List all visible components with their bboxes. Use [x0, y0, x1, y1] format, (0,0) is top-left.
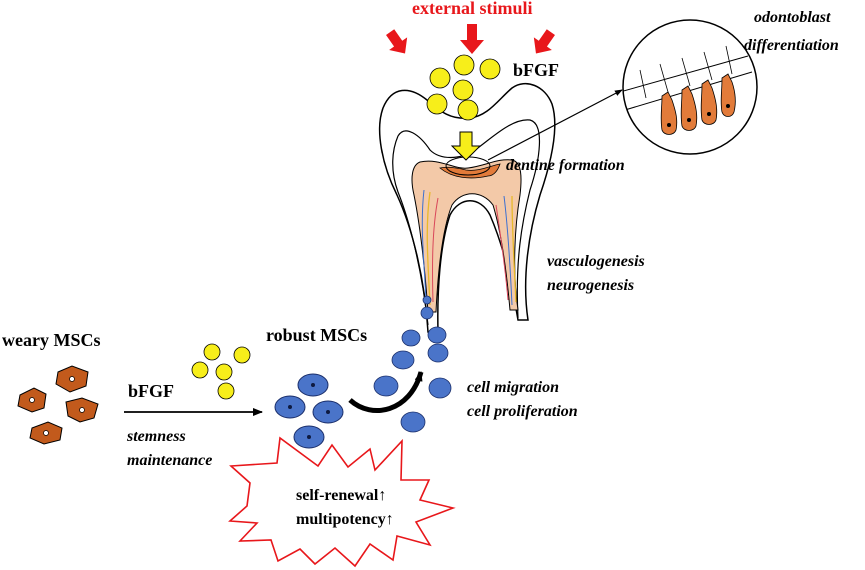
tooth-outline: [378, 83, 556, 333]
migrating-cell: [391, 350, 415, 370]
bfgf-particle: [429, 67, 451, 89]
red-arrow: [460, 24, 484, 54]
bfgf-particle: [452, 79, 474, 101]
odontoblast-inset: [622, 19, 758, 155]
self-renewal-label: self-renewal↑: [296, 487, 386, 504]
dentine-formation-band: [439, 163, 501, 179]
bfgf-top-label: bFGF: [513, 60, 559, 80]
red-arrow: [533, 29, 555, 54]
bfgf-particle: [217, 382, 235, 400]
vasculogenesis-label: vasculogenesis: [547, 253, 645, 270]
bfgf-particles-top: [426, 54, 501, 121]
dentine-tubule-lines: [639, 45, 733, 99]
bfgf-particle: [453, 54, 475, 76]
cell-nucleus: [326, 410, 330, 414]
migrating-cell: [427, 326, 447, 344]
cell-migration-label: cell migration: [467, 379, 559, 396]
migrating-cell: [373, 375, 399, 397]
tooth: [378, 83, 556, 333]
cell-proliferation-label: cell proliferation: [467, 403, 578, 420]
bfgf-particle: [457, 99, 479, 121]
dentine-tubule-lines: [623, 55, 749, 93]
bfgf-particle: [426, 93, 448, 115]
bfgf-particle: [215, 363, 233, 381]
differentiation-label: differentiation: [744, 37, 839, 54]
odontoblast-cell: [700, 79, 718, 125]
migrating-cell: [422, 295, 432, 305]
cell-nucleus: [288, 405, 292, 409]
vessel: [432, 197, 439, 303]
odontoblast-cell: [660, 91, 678, 135]
bfgf-particle: [203, 343, 221, 361]
vessel: [503, 195, 513, 306]
cell-nucleus: [69, 376, 75, 382]
inset-circle: [622, 19, 758, 155]
multipotency-label: multipotency↑: [296, 511, 394, 528]
robust-mscs-label: robust MSCs: [266, 325, 367, 345]
stemness-label: stemness: [126, 428, 186, 445]
inset-pointer-line: [487, 89, 623, 161]
cell-nucleus: [43, 430, 49, 436]
migration-arrow: [348, 371, 424, 414]
bfgf-particle: [479, 58, 501, 80]
bfgf-particle: [233, 346, 251, 364]
nerve: [426, 191, 431, 306]
weary-mscs-label: weary MSCs: [2, 330, 100, 350]
cell-nucleus: [707, 112, 711, 116]
robust-mscs-cluster: [274, 373, 344, 449]
cell-nucleus: [311, 383, 315, 387]
cell-nucleus: [307, 435, 311, 439]
cell-nucleus: [29, 397, 35, 403]
neurogenesis-label: neurogenesis: [547, 277, 634, 294]
migrating-cells: [373, 295, 452, 433]
weary-mscs-cluster: [17, 365, 99, 445]
odontoblast-cells: [660, 73, 736, 135]
yellow-arrow: [450, 131, 482, 161]
external-stimuli-label: external stimuli: [412, 0, 532, 18]
maintenance-label: maintenance: [127, 452, 212, 469]
bfgf-particles-left: [191, 343, 251, 400]
odontoblast-label: odontoblast: [754, 9, 831, 26]
migrating-cell: [427, 343, 449, 363]
pulp-chamber: [411, 159, 522, 313]
cell-nucleus: [726, 104, 730, 108]
migrating-cell: [401, 329, 421, 347]
bfgf-particle: [191, 361, 209, 379]
dentine-layer: [392, 119, 540, 326]
red-arrow: [386, 29, 408, 54]
migrating-cell: [428, 377, 452, 399]
cell-nucleus: [667, 123, 671, 127]
migrating-cell: [400, 411, 426, 433]
external-stimuli-arrows: [386, 24, 555, 54]
cell-nucleus: [79, 407, 85, 413]
vessel: [421, 189, 427, 301]
odontoblast-cell: [680, 85, 698, 131]
migrating-cell: [420, 306, 434, 320]
starburst-callout: [228, 436, 456, 568]
dentine-formation-label: dentine formation: [506, 157, 625, 174]
nerve: [511, 195, 517, 303]
cell-nucleus: [687, 118, 691, 122]
bfgf-left-label: bFGF: [128, 381, 174, 401]
vessel: [495, 204, 509, 301]
odontoblast-cell: [720, 73, 736, 117]
